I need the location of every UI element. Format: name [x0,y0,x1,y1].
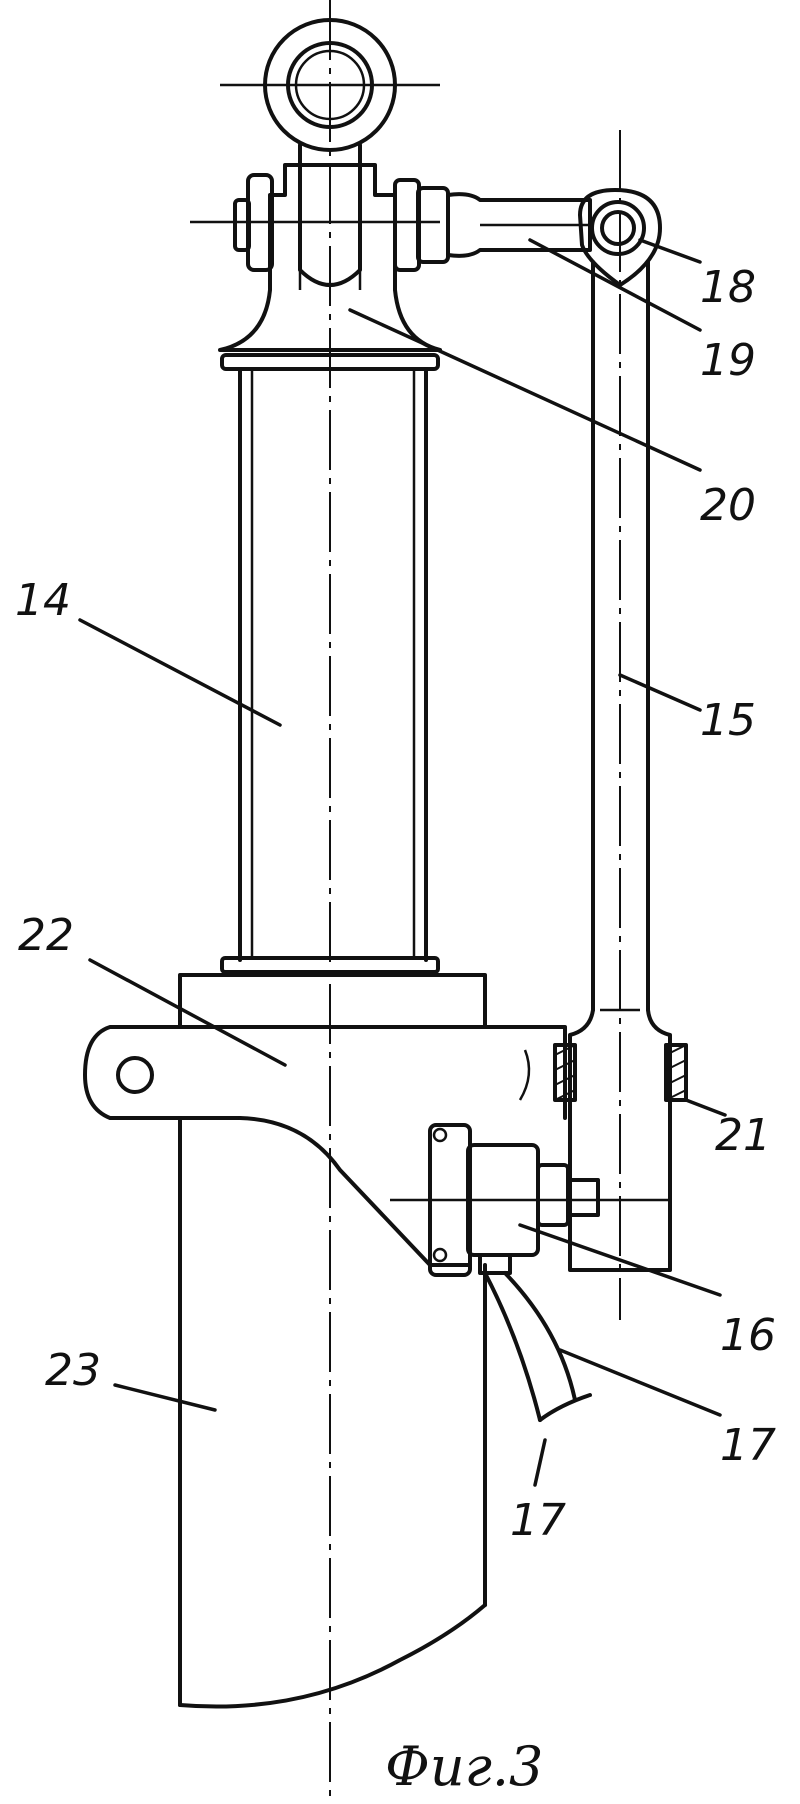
label-17b: 17 [510,1495,566,1546]
label-17a: 17 [720,1420,776,1471]
label-18: 18 [700,262,756,313]
label-22: 22 [18,910,74,961]
label-14: 14 [15,575,71,626]
cable-17 [485,1273,590,1420]
label-23: 23 [45,1345,101,1396]
label-21: 21 [715,1110,771,1161]
bracket-22 [85,975,565,1265]
label-20: 20 [700,480,756,531]
clevis-bracket-20 [220,165,448,350]
link-rod-19 [448,194,590,256]
label-19: 19 [700,335,756,386]
label-16: 16 [720,1310,776,1361]
leader-lines [80,240,725,1485]
figure-caption: Фиг.3 [385,1735,543,1798]
column-23 [180,1118,485,1707]
label-15: 15 [700,695,756,746]
